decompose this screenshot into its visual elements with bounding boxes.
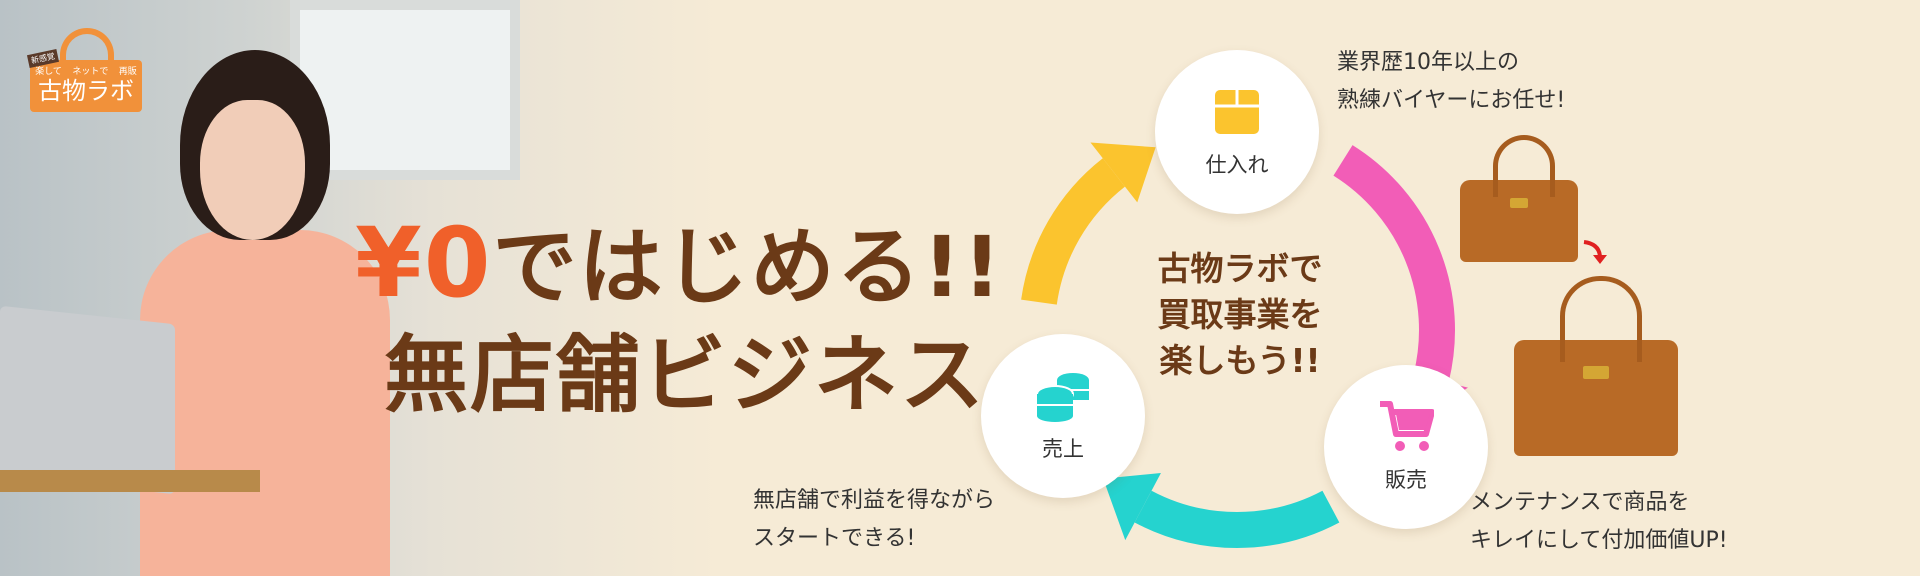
coins-icon <box>1036 373 1089 422</box>
note-line: 無店舗で利益を得ながら <box>753 488 996 513</box>
red-arrow-icon <box>1583 240 1607 264</box>
logo[interactable]: 楽して ネットで 再販 古物ラボ 新感覚 <box>26 28 142 112</box>
person-face <box>200 100 305 240</box>
note-bottom-left: 無店舗で利益を得ながら スタートできる! <box>753 482 995 558</box>
note-line: 熟練バイヤーにお任せ! <box>1337 88 1566 113</box>
box-icon <box>1215 90 1259 134</box>
node-sales: 販売 <box>1324 365 1488 529</box>
headline-line2: 無店舗ビジネス <box>384 326 987 424</box>
table <box>0 470 260 492</box>
logo-sub: 再販 <box>118 67 137 77</box>
node-purchase: 仕入れ <box>1155 50 1319 214</box>
headline-line1: ¥0ではじめる!! <box>355 200 1003 321</box>
bag-before-image <box>1460 134 1578 262</box>
headline-yen: ¥0 <box>355 207 493 319</box>
cycle-center-text: 古物ラボで 買取事業を 楽しもう!! <box>1130 246 1350 384</box>
cart-icon <box>1380 401 1434 451</box>
arrow-cyan-head <box>1103 473 1161 541</box>
note-bottom-right: メンテナンスで商品を キレイにして付加価値UP! <box>1470 484 1728 560</box>
arrow-yellow-head <box>1090 142 1156 203</box>
arrow-cyan <box>1134 490 1340 548</box>
note-line: キレイにして付加価値UP! <box>1470 528 1728 553</box>
headline-rest: ではじめる!! <box>492 218 1004 316</box>
center-line: 楽しもう!! <box>1159 341 1321 380</box>
logo-handle <box>60 28 114 73</box>
note-line: スタートできる! <box>753 526 916 551</box>
logo-body: 楽して ネットで 再販 古物ラボ <box>30 60 142 112</box>
center-line: 買取事業を <box>1157 295 1323 334</box>
node-label: 販売 <box>1385 468 1427 492</box>
center-line: 古物ラボで <box>1157 249 1323 288</box>
person-shirt <box>140 230 390 576</box>
note-line: 業界歴10年以上の <box>1337 50 1519 75</box>
node-label: 仕入れ <box>1205 153 1269 177</box>
logo-name: 古物ラボ <box>38 77 134 105</box>
hero-photo <box>0 0 720 576</box>
arrow-pink <box>1333 145 1455 383</box>
bag-after-image <box>1514 276 1678 456</box>
note-top-right: 業界歴10年以上の 熟練バイヤーにお任せ! <box>1337 44 1565 120</box>
logo-sub: ネットで <box>72 67 109 77</box>
arrow-yellow <box>1021 158 1126 306</box>
node-label: 売上 <box>1042 437 1084 461</box>
node-revenue: 売上 <box>981 334 1145 498</box>
logo-sub: 楽して <box>35 67 62 77</box>
note-line: メンテナンスで商品を <box>1470 490 1690 515</box>
